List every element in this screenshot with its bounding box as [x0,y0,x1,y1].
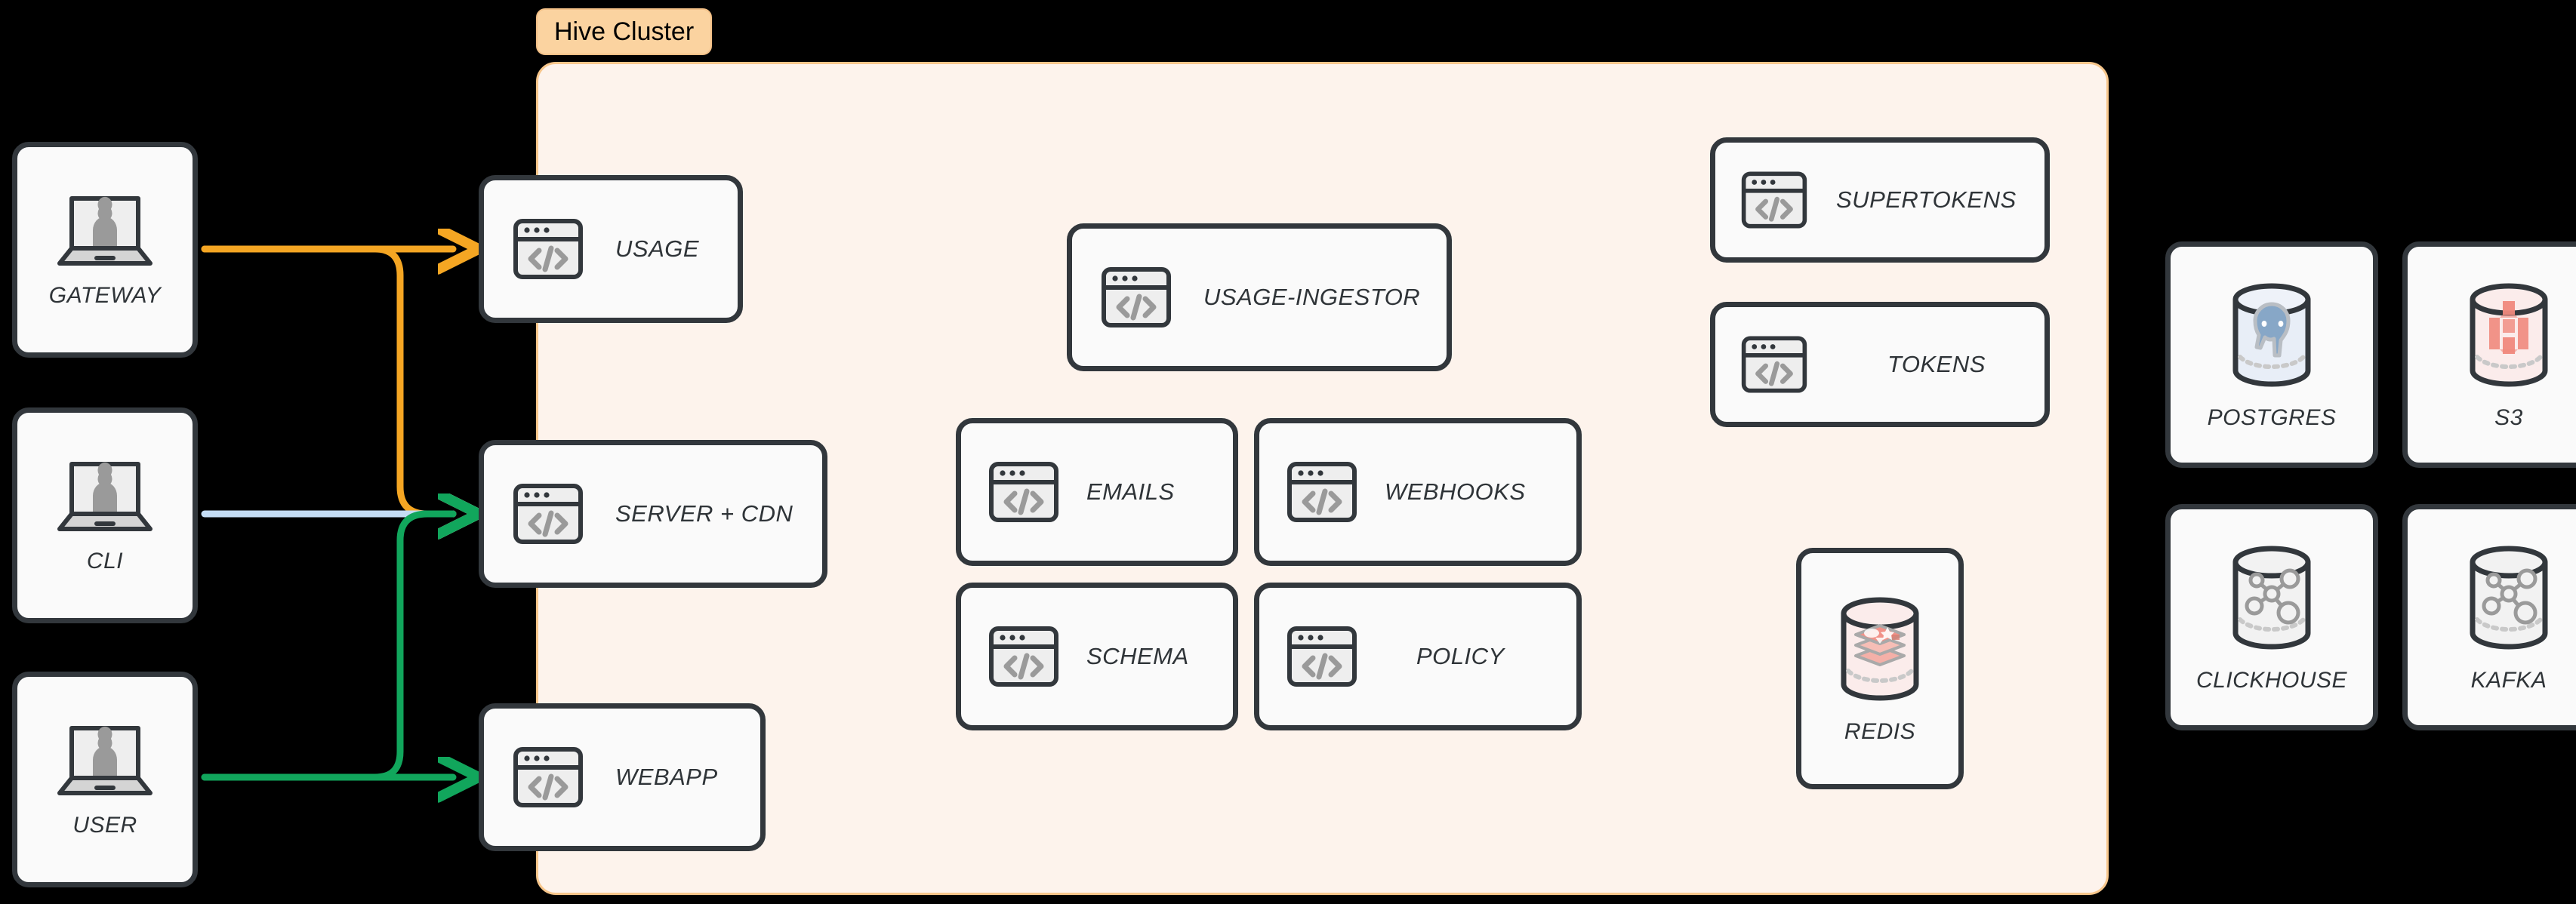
code-window-icon [511,212,585,286]
datastore-node-s3[interactable]: S3 [2402,241,2576,468]
client-node-gateway[interactable]: GATEWAY [12,142,198,358]
network-cylinder-icon [2456,541,2562,654]
code-window-icon [1285,620,1359,693]
service-node-emails[interactable]: EMAILS [956,418,1238,566]
service-node-schema[interactable]: SCHEMA [956,583,1238,730]
client-label: USER [72,813,137,838]
datastore-node-kafka[interactable]: KAFKA [2402,504,2576,730]
hive-cluster-label: Hive Cluster [536,8,713,55]
service-label: WEBAPP [615,764,718,790]
datastore-label: S3 [2494,405,2523,430]
service-label: TOKENS [1887,351,1986,377]
datastore-node-clickhouse[interactable]: CLICKHOUSE [2165,504,2378,730]
laptop-person-icon [55,457,155,535]
service-node-usage[interactable]: USAGE [479,175,743,323]
wire-gateway-to-server-cdn [201,245,453,514]
service-node-usage-ingestor[interactable]: USAGE-INGESTOR [1067,223,1452,371]
laptop-person-icon [55,191,155,269]
code-window-icon [987,620,1061,693]
service-label: USAGE-INGESTOR [1203,284,1421,310]
code-window-icon [511,740,585,814]
service-node-webhooks[interactable]: WEBHOOKS [1254,418,1582,566]
client-node-user[interactable]: USER [12,672,198,887]
datastore-label: REDIS [1844,719,1916,744]
redis-cylinder-icon [1827,592,1933,706]
code-window-icon [1739,165,1809,235]
wire-user-to-server-cdn [201,514,453,781]
datastore-node-redis[interactable]: REDIS [1796,548,1964,789]
service-label: SCHEMA [1086,643,1189,669]
datastore-node-postgres[interactable]: POSTGRES [2165,241,2378,468]
code-window-icon [511,477,585,551]
service-node-server-cdn[interactable]: SERVER + CDN [479,440,827,588]
client-label: CLI [86,549,124,573]
client-node-cli[interactable]: CLI [12,407,198,623]
service-node-tokens[interactable]: TOKENS [1710,302,2050,427]
service-label: SUPERTOKENS [1836,186,2017,213]
code-window-icon [1099,260,1173,334]
service-node-webapp[interactable]: WEBAPP [479,703,766,851]
service-node-policy[interactable]: POLICY [1254,583,1582,730]
client-label: GATEWAY [48,283,162,308]
service-label: SERVER + CDN [615,500,793,527]
network-cylinder-icon [2219,541,2325,654]
service-label: POLICY [1416,643,1505,669]
datastore-label: POSTGRES [2207,405,2337,430]
code-window-icon [1739,330,1809,399]
code-window-icon [1285,455,1359,529]
laptop-person-icon [55,721,155,799]
service-label: USAGE [615,235,700,262]
s3-cylinder-icon [2456,278,2562,392]
code-window-icon [987,455,1061,529]
datastore-label: KAFKA [2470,668,2547,693]
datastore-label: CLICKHOUSE [2195,668,2348,693]
postgres-cylinder-icon [2219,278,2325,392]
service-label: EMAILS [1086,478,1175,505]
service-label: WEBHOOKS [1385,478,1526,505]
service-node-supertokens[interactable]: SUPERTOKENS [1710,137,2050,263]
